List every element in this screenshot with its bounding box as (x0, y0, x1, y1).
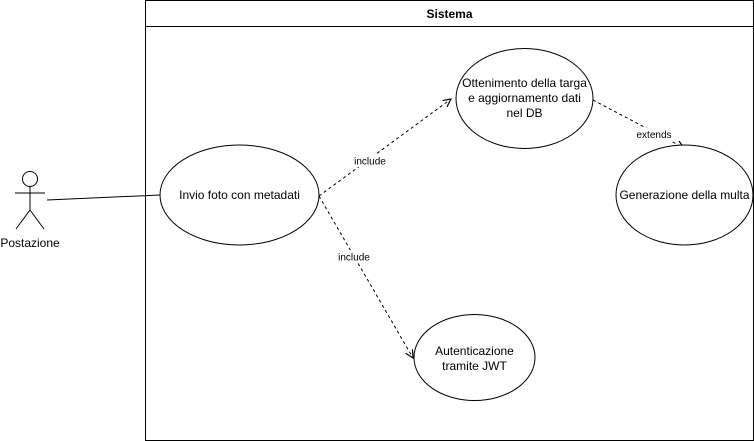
extends-label-text: extends (636, 130, 671, 141)
use-case-ottenimento-targa[interactable]: Ottenimento della targa e aggiornamento … (455, 48, 594, 149)
use-case-autenticazione-line-2: tramite JWT (442, 359, 507, 373)
system-title: Sistema (426, 7, 472, 21)
include-label-top-text: include (354, 157, 386, 168)
include-label-bottom-text: include (338, 253, 370, 264)
use-case-ottenimento-line-1: Ottenimento della targa (462, 76, 587, 90)
use-case-invio-foto[interactable]: Invio foto con metadati (159, 144, 320, 246)
include-label-top: include (351, 154, 389, 168)
use-case-ottenimento-line-3: nel DB (506, 106, 542, 120)
use-case-invio-label: Invio foto con metadati (179, 188, 300, 202)
actor-label: Postazione (0, 236, 60, 250)
use-case-autenticazione-jwt[interactable]: Autenticazione tramite JWT (413, 314, 536, 401)
extends-label: extends (633, 128, 675, 141)
include-label-bottom: include (335, 250, 373, 264)
use-case-generazione-label: Generazione della multa (619, 188, 749, 202)
actor-postazione[interactable]: Postazione (0, 171, 60, 251)
include-edge-bottom (318, 195, 413, 358)
association-line (46, 194, 161, 201)
use-case-autenticazione-line-1: Autenticazione (435, 344, 514, 358)
use-case-ottenimento-line-2: e aggiornamento dati (468, 91, 581, 105)
use-case-generazione-multa[interactable]: Generazione della multa (615, 144, 754, 246)
